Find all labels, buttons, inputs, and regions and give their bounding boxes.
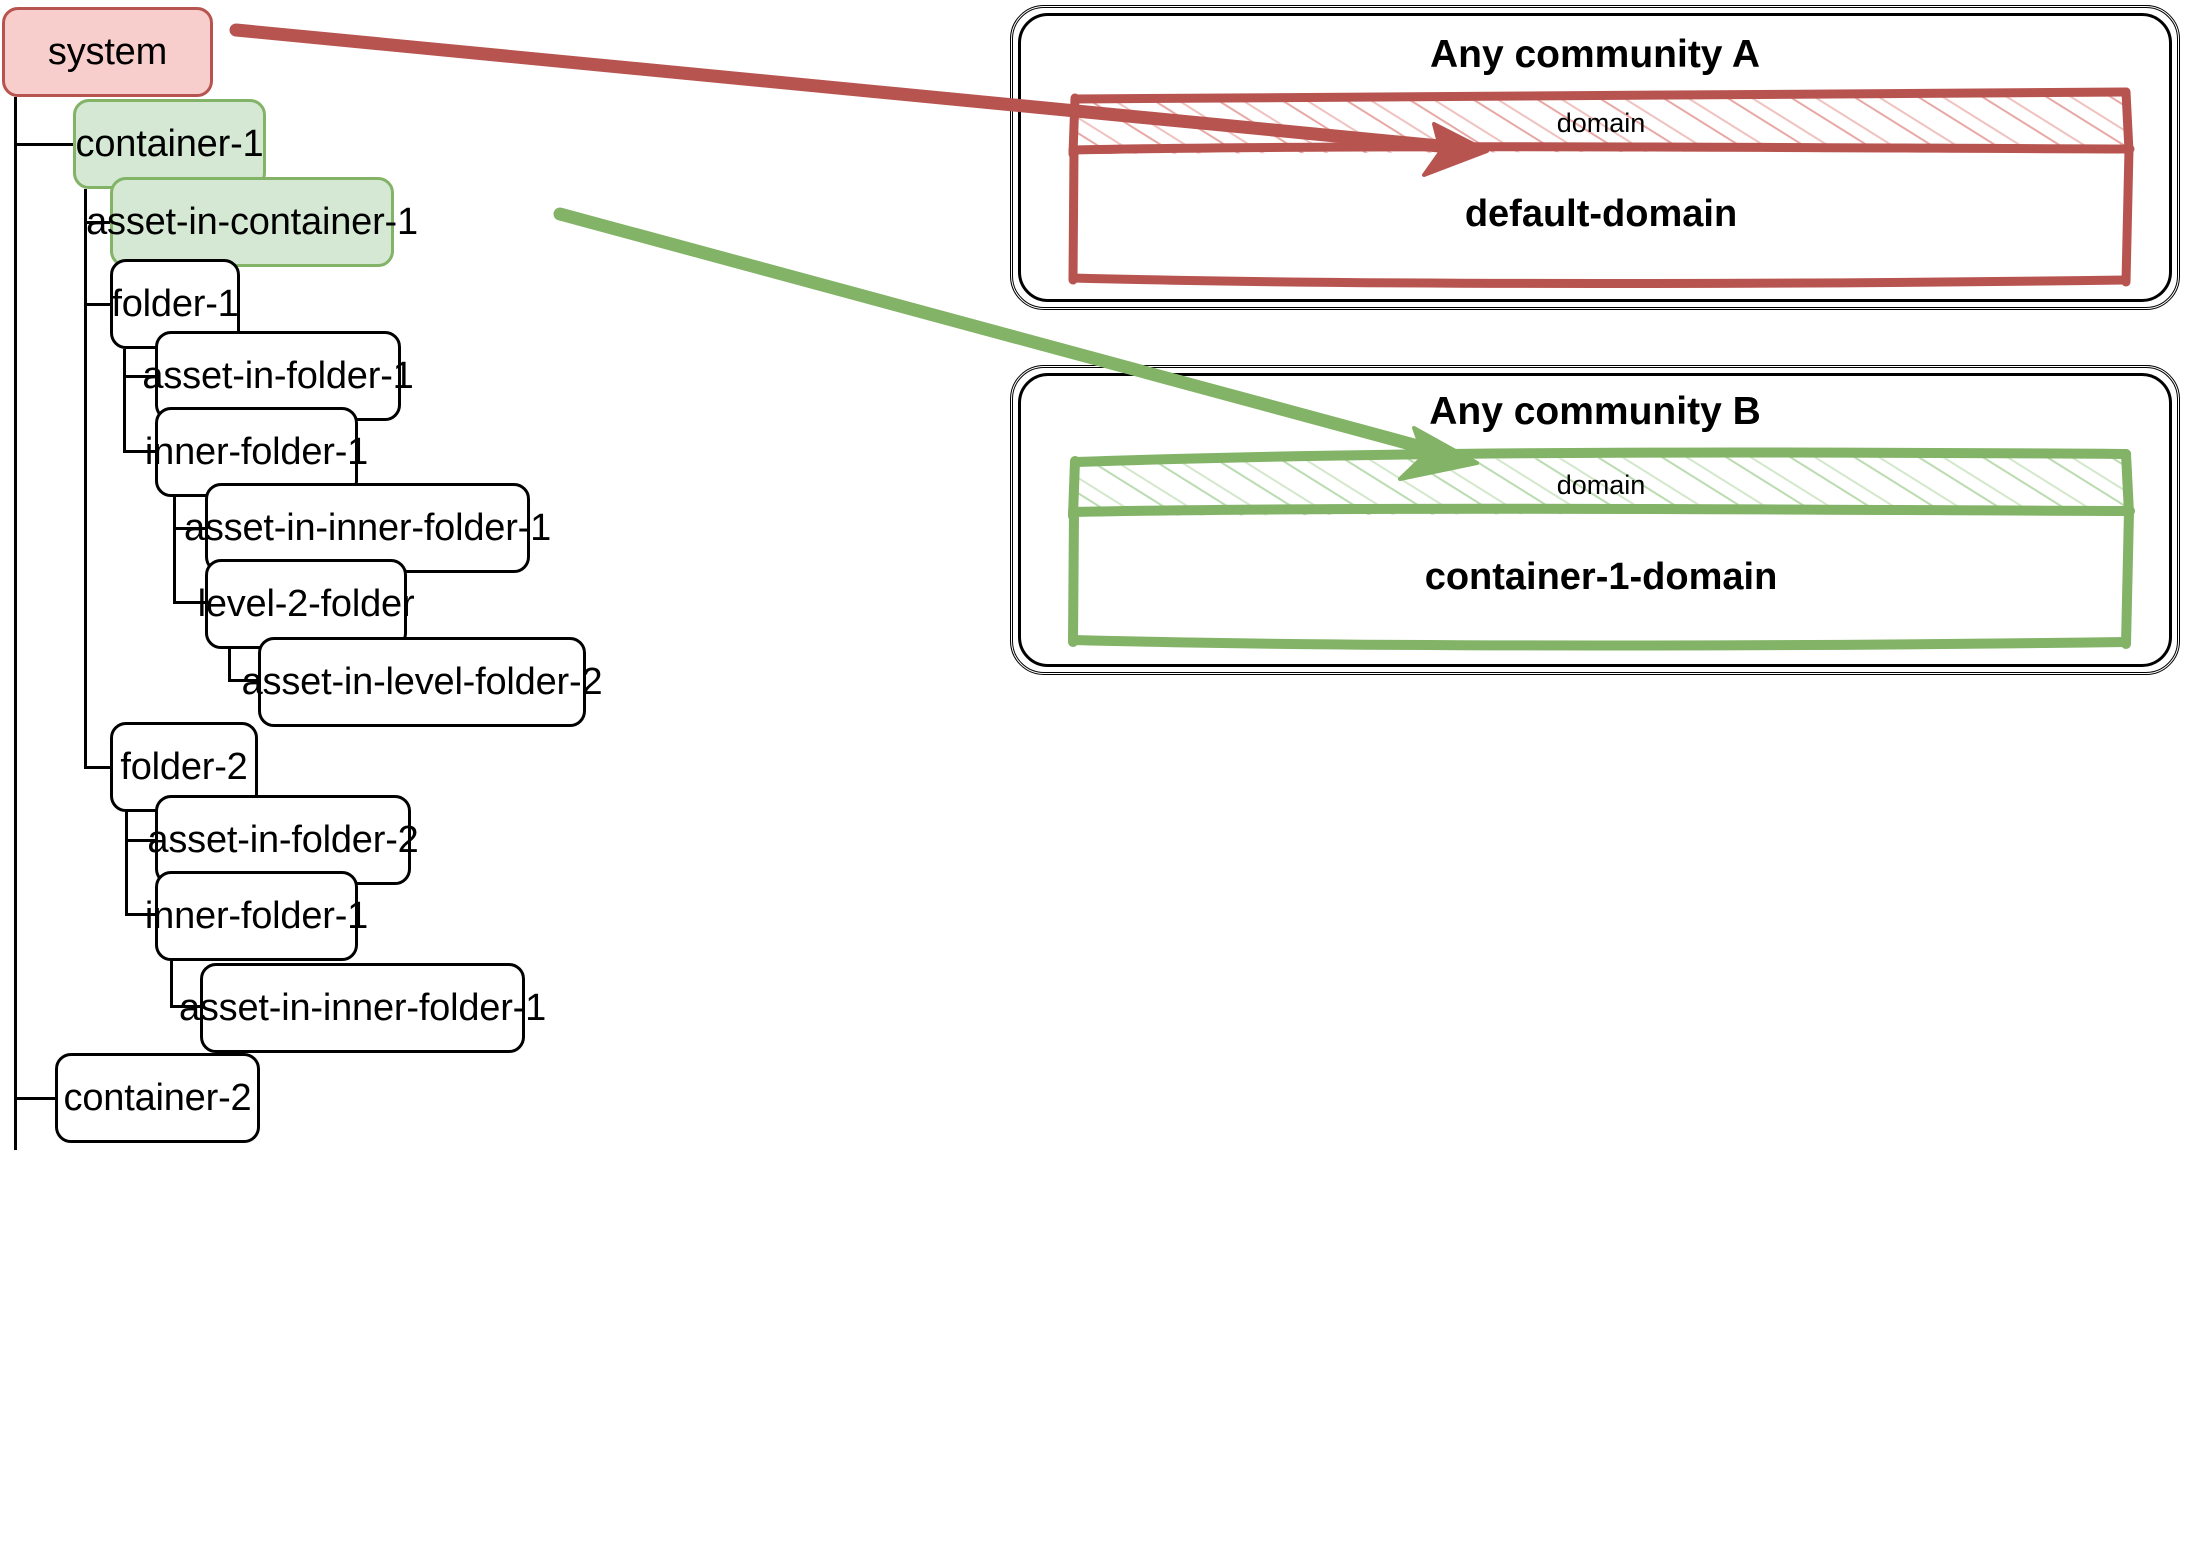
tree-connector-to-asset-in-level-folder-2 [228, 679, 260, 682]
tree-node-label: inner-folder-1 [144, 895, 369, 937]
tree-connector-to-asset-in-inner-folder-1 [173, 527, 207, 530]
domain-package-container-1-domain[interactable]: domain container-1-domain [1068, 447, 2135, 651]
tree-node-label: asset-in-folder-2 [147, 819, 419, 861]
tree-connector-folder-2-spine [125, 812, 128, 915]
tree-node-label: folder-2 [120, 746, 248, 788]
tree-connector-inner-folder-1-spine [173, 497, 176, 603]
tree-node-label: asset-in-folder-1 [142, 355, 414, 397]
tree-node-system[interactable]: system [2, 7, 213, 97]
tree-node-asset-in-folder-2[interactable]: asset-in-folder-2 [147, 795, 419, 885]
tree-connector-to-asset-in-container-1 [84, 221, 111, 224]
domain-stereotype-label-a: domain [1556, 108, 1646, 138]
tree-node-label: asset-in-container-1 [86, 201, 418, 243]
tree-node-container-2[interactable]: container-2 [55, 1053, 260, 1143]
domain-name-label-b: container-1-domain [1424, 556, 1778, 598]
domain-package-default-domain[interactable]: domain default-domain [1068, 87, 2135, 288]
tree-node-label: asset-in-level-folder-2 [241, 661, 603, 703]
tree-connector-to-asset-in-inner-folder-2 [170, 1005, 202, 1008]
domain-stereotype-label-b: domain [1556, 470, 1646, 500]
tree-node-asset-in-folder-1[interactable]: asset-in-folder-1 [142, 331, 414, 421]
tree-connector-to-folder-2 [84, 766, 111, 769]
tree-node-asset-in-inner-folder-2[interactable]: asset-in-inner-folder-1 [179, 963, 546, 1053]
tree-connector-to-container-2 [14, 1097, 56, 1100]
tree-connector-container-1-spine [84, 189, 87, 767]
tree-connector-to-folder-1 [84, 303, 111, 306]
tree-connector-to-level-2-folder [173, 601, 207, 604]
community-a-title: Any community A [1429, 33, 1761, 76]
tree-connector-system-spine [14, 97, 17, 1150]
tree-node-label: inner-folder-1 [144, 431, 369, 473]
tree-node-label: asset-in-inner-folder-1 [178, 987, 547, 1029]
tree-connector-to-inner-folder-2 [125, 913, 157, 916]
tree-node-folder-1[interactable]: folder-1 [110, 259, 240, 349]
tree-connector-to-asset-in-folder-1 [123, 375, 156, 378]
tree-node-asset-in-container-1[interactable]: asset-in-container-1 [86, 177, 418, 267]
tree-node-level-2-folder[interactable]: level-2-folder [198, 559, 415, 649]
tree-connector-level-2-folder-spine [228, 649, 231, 682]
tree-node-label: container-1 [75, 123, 264, 165]
tree-connector-to-asset-in-folder-2 [125, 839, 157, 842]
tree-node-container-1[interactable]: container-1 [73, 99, 266, 189]
domain-name-label-a: default-domain [1464, 193, 1738, 235]
community-b-title: Any community B [1429, 390, 1761, 433]
tree-connector-to-container-1 [14, 143, 74, 146]
tree-node-label: folder-1 [111, 283, 239, 325]
tree-node-inner-folder-2[interactable]: inner-folder-1 [145, 871, 368, 961]
tree-node-asset-in-level-folder-2[interactable]: asset-in-level-folder-2 [242, 637, 603, 727]
tree-connector-to-inner-folder-1 [123, 450, 156, 453]
tree-connector-folder-1-spine [123, 349, 126, 452]
tree-connector-inner-folder-2-spine [170, 961, 173, 1008]
tree-node-folder-2[interactable]: folder-2 [110, 722, 258, 812]
tree-node-label: container-2 [63, 1077, 252, 1119]
tree-node-label: asset-in-inner-folder-1 [183, 507, 552, 549]
tree-node-label: system [47, 31, 168, 73]
tree-node-label: level-2-folder [197, 583, 415, 625]
domain-package-container-1-domain-shape [1068, 447, 2135, 651]
